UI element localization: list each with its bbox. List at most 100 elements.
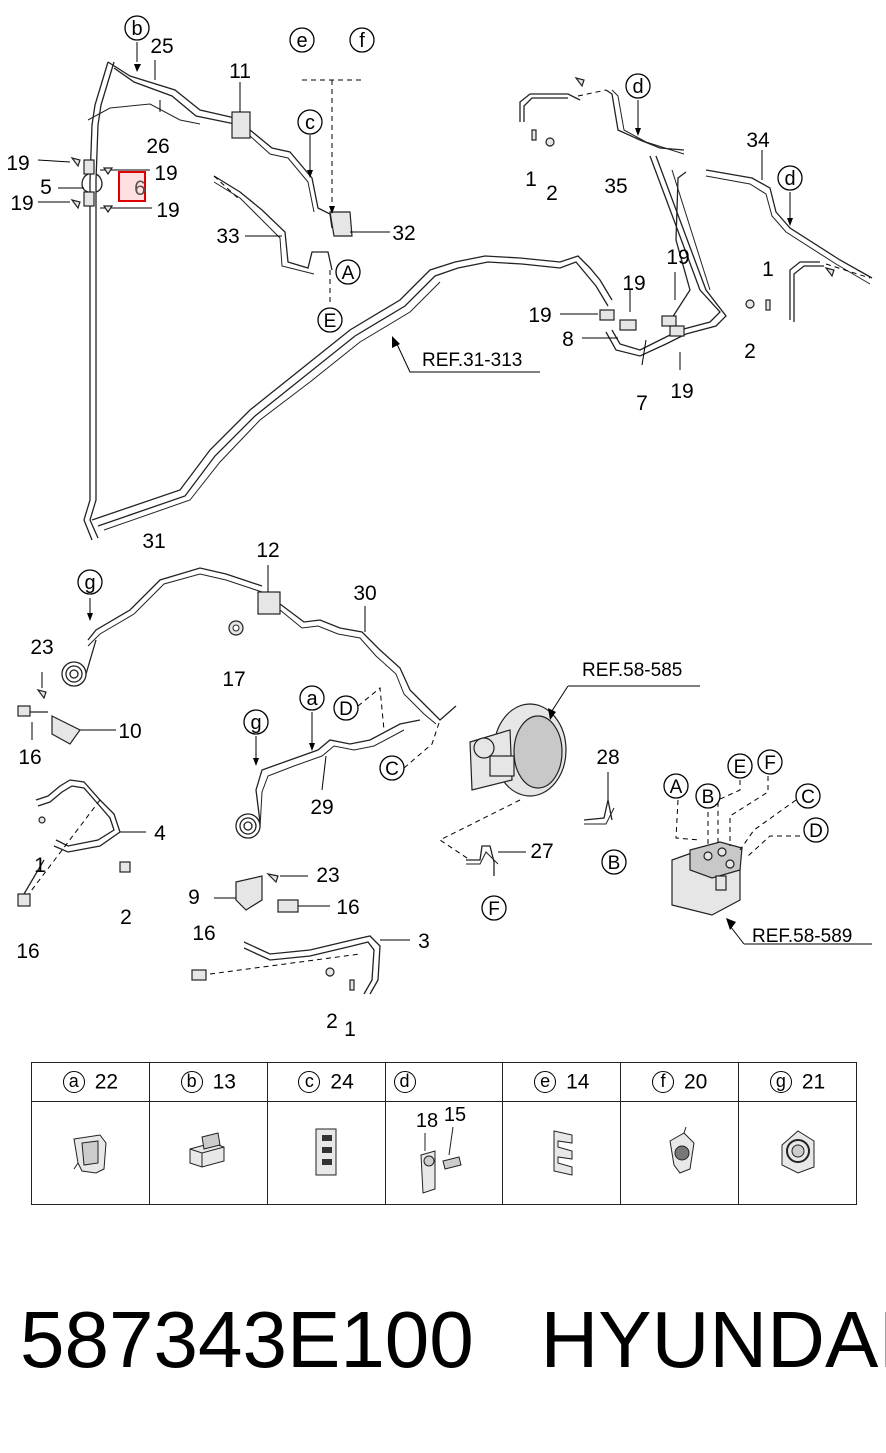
callout-23b: 23 [316,864,339,887]
marker-A2: A [663,773,689,799]
callout-16a: 16 [18,746,41,769]
callout-3: 3 [418,930,430,953]
legend-cell-a [31,1101,150,1205]
callout-17: 17 [222,668,245,691]
abs-unit [671,776,872,945]
svg-text:b: b [131,18,142,40]
marker-e-top: e [289,27,315,53]
svg-text:a: a [306,688,318,710]
callout-32: 32 [392,222,415,245]
marker-D2: D [803,817,829,843]
clip-g-icon [781,1129,815,1174]
bracket-9 [235,875,263,911]
callout-19f: 19 [622,272,645,295]
svg-text:C: C [801,787,815,808]
svg-text:c: c [305,112,315,134]
svg-text:E: E [734,757,747,778]
svg-text:A: A [670,777,683,798]
svg-text:B: B [608,853,621,874]
marker-F2: F [757,749,783,775]
callout-31: 31 [142,530,165,553]
marker-B1: B [601,849,627,875]
clip-e-icon [553,1129,573,1176]
clip-b-icon [189,1131,225,1168]
legend-cell-b [148,1101,268,1205]
marker-d-top: d [625,73,651,99]
legend-d-sub-18: 18 [416,1110,438,1132]
svg-text:E: E [324,311,337,332]
callout-6: 6 [134,177,146,200]
marker-b-top: b [124,15,150,41]
ref-31-313: REF.31-313 [422,350,522,371]
svg-text:F: F [488,899,500,920]
ref-58-585: REF.58-585 [582,660,682,681]
brake-line-diagram: b e f c d d A E g a D g C B F A B E F C … [6,15,873,1041]
callout-16c: 16 [16,940,39,963]
callout-5: 5 [40,176,52,199]
clamp-12 [257,591,281,615]
ref-58-589: REF.58-589 [752,926,852,947]
marker-E1: E [317,307,343,333]
callout-7: 7 [636,392,648,415]
svg-text:D: D [809,821,823,842]
part-number: 587343E100 [20,1295,474,1384]
callout-2d: 2 [326,1010,338,1033]
callout-12: 12 [256,539,279,562]
marker-E2: E [727,753,753,779]
callout-2b: 2 [744,340,756,363]
callout-29: 29 [310,796,333,819]
svg-text:F: F [764,753,776,774]
svg-text:d: d [632,76,643,98]
bracket-10 [51,715,81,745]
callout-4: 4 [154,822,166,845]
callout-1b: 1 [762,258,774,281]
marker-B2: B [695,783,721,809]
marker-f-top: f [349,27,375,53]
highlighted-part-box [118,171,146,202]
bracket-bolt-icon: 18 15 [416,1104,466,1194]
brand-name: HYUNDAI [540,1295,886,1384]
callout-2c: 2 [120,906,132,929]
svg-text:g: g [250,712,261,734]
callout-34: 34 [746,129,770,152]
svg-text:e: e [296,30,307,52]
legend-d-sub-15: 15 [444,1104,466,1126]
middle-brake-lines [17,565,457,995]
callout-9: 9 [188,886,200,909]
marker-c-top: c [297,109,323,135]
svg-text:B: B [702,787,715,808]
svg-text:D: D [339,699,353,720]
callout-11: 11 [229,60,251,83]
callout-19b: 19 [154,162,177,185]
marker-F1: F [481,895,507,921]
callout-19c: 19 [10,192,33,215]
callout-23a: 23 [30,636,53,659]
marker-D1: D [333,695,359,721]
callout-35: 35 [604,175,627,198]
legend-cell-d: 18 15 [384,1101,504,1205]
svg-text:f: f [359,30,365,52]
clip-c-icon [315,1128,337,1175]
legend-cell-c [266,1101,386,1205]
callout-30: 30 [353,582,376,605]
clip-32 [329,211,353,237]
brake-booster [439,685,700,876]
marker-g-left: g [77,569,103,595]
callout-19g: 19 [528,304,551,327]
legend-cell-e [502,1101,622,1205]
callout-27: 27 [530,840,553,863]
top-left-brake-lines [37,42,613,541]
callout-19h: 19 [670,380,693,403]
legend-header-d: d [384,1062,504,1102]
callout-1d: 1 [344,1018,356,1041]
callout-16d: 16 [192,922,215,945]
callout-2a: 2 [546,182,558,205]
clamp-11 [231,111,251,139]
callout-8: 8 [562,328,574,351]
marker-g-mid: g [243,709,269,735]
